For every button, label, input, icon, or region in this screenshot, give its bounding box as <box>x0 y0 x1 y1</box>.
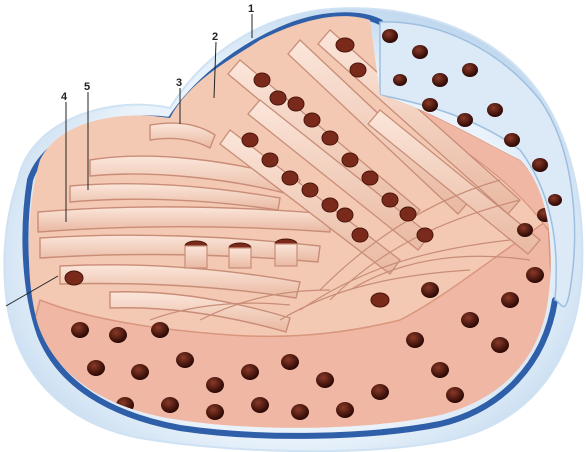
label-4: 4 <box>61 91 68 103</box>
label-5: 5 <box>84 81 90 93</box>
label-2: 2 <box>212 31 218 43</box>
label-3: 3 <box>176 77 182 89</box>
short-pegs <box>185 244 297 268</box>
label-1: 1 <box>248 3 254 15</box>
